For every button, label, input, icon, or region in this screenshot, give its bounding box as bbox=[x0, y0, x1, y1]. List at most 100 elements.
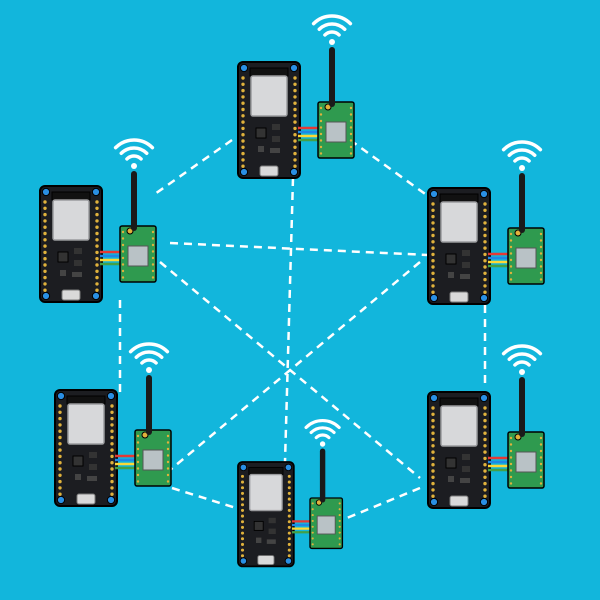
signal-arc bbox=[513, 360, 531, 367]
mounting-hole bbox=[429, 293, 439, 303]
pin bbox=[58, 448, 62, 452]
pin bbox=[287, 554, 291, 558]
pin bbox=[95, 219, 99, 223]
radio-chip bbox=[142, 449, 164, 471]
pin bbox=[43, 212, 47, 217]
mounting-hole bbox=[284, 557, 293, 565]
chip bbox=[74, 248, 82, 254]
mounting-hole bbox=[479, 393, 489, 403]
pin bbox=[43, 244, 47, 248]
wire-bundle bbox=[488, 456, 510, 472]
pin bbox=[110, 473, 114, 477]
pin bbox=[166, 434, 170, 438]
pin bbox=[151, 237, 155, 240]
pin bbox=[338, 508, 341, 511]
pin bbox=[110, 492, 114, 496]
pin bbox=[509, 252, 513, 255]
signal-arc bbox=[323, 30, 341, 37]
pin bbox=[151, 263, 155, 266]
pin bbox=[509, 265, 513, 268]
pin bbox=[43, 288, 47, 292]
signal-arc bbox=[125, 154, 143, 161]
pin bbox=[483, 425, 487, 429]
pin bbox=[539, 469, 543, 472]
mounting-hole bbox=[289, 167, 299, 177]
radio-module-icon bbox=[507, 377, 545, 489]
signal-arc bbox=[314, 433, 331, 440]
signal-arc bbox=[507, 148, 537, 158]
pin bbox=[241, 120, 245, 124]
pin bbox=[539, 232, 543, 236]
pin bbox=[136, 460, 140, 464]
pin bbox=[240, 548, 245, 552]
pin bbox=[483, 240, 487, 244]
pin bbox=[151, 250, 155, 253]
pin bbox=[349, 126, 353, 129]
chip bbox=[460, 274, 470, 279]
pin bbox=[483, 214, 487, 219]
chip bbox=[272, 136, 280, 142]
pin bbox=[287, 497, 291, 501]
pin bbox=[241, 107, 245, 112]
pin bbox=[483, 469, 487, 473]
mounting-hole bbox=[56, 495, 66, 505]
usb-port bbox=[61, 289, 81, 301]
pin bbox=[509, 443, 513, 446]
pin bbox=[431, 475, 435, 479]
pin bbox=[240, 514, 245, 518]
pin bbox=[110, 423, 114, 427]
pin bbox=[121, 250, 125, 253]
pin bbox=[95, 263, 99, 267]
pin bbox=[241, 101, 245, 105]
pin bbox=[95, 238, 99, 242]
usb-port bbox=[449, 495, 469, 507]
pin bbox=[431, 252, 435, 257]
pin bbox=[43, 250, 47, 255]
pin bbox=[311, 525, 314, 528]
network-links bbox=[118, 138, 487, 522]
pin bbox=[509, 475, 513, 479]
mounting-hole bbox=[239, 63, 249, 73]
pin bbox=[539, 265, 543, 268]
pin bbox=[43, 206, 47, 210]
pin bbox=[166, 480, 170, 483]
pin bbox=[240, 474, 245, 478]
pin bbox=[539, 482, 543, 485]
pin bbox=[110, 486, 114, 490]
network-nodes bbox=[39, 14, 545, 568]
pin bbox=[483, 412, 487, 416]
pin bbox=[43, 257, 47, 261]
pin bbox=[483, 227, 487, 231]
pin bbox=[136, 467, 140, 470]
pin bbox=[483, 284, 487, 288]
pin bbox=[58, 429, 62, 433]
pin bbox=[483, 290, 487, 294]
module-can bbox=[250, 75, 288, 117]
pin bbox=[240, 525, 245, 529]
link-lower-left-bottom bbox=[171, 486, 237, 510]
chip bbox=[57, 251, 69, 263]
pin bbox=[95, 200, 99, 204]
pin bbox=[293, 120, 297, 124]
pin bbox=[136, 441, 140, 444]
chip bbox=[72, 272, 82, 277]
pin bbox=[110, 410, 114, 414]
pin bbox=[95, 231, 99, 236]
pin bbox=[539, 278, 543, 281]
pin bbox=[509, 258, 513, 262]
pin bbox=[95, 282, 99, 286]
pin bbox=[43, 275, 47, 280]
pin bbox=[338, 543, 341, 546]
pin bbox=[483, 202, 487, 206]
pin bbox=[483, 233, 487, 238]
pin bbox=[293, 151, 297, 156]
pin bbox=[509, 482, 513, 485]
pin bbox=[539, 239, 543, 242]
pin bbox=[431, 425, 435, 429]
pin bbox=[319, 139, 323, 142]
pin bbox=[483, 259, 487, 263]
signal-arc bbox=[317, 22, 347, 32]
pin bbox=[121, 237, 125, 240]
wifi-signal-icon bbox=[304, 419, 341, 447]
pin bbox=[293, 114, 297, 118]
